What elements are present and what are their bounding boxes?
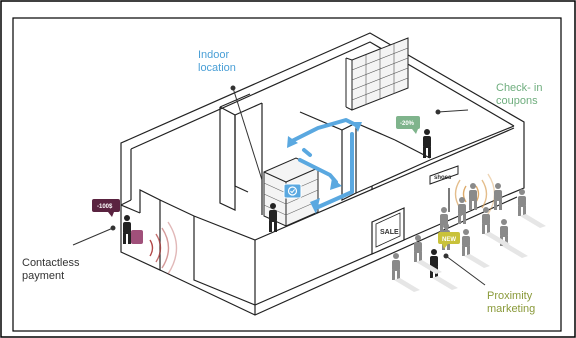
shoes-sign: shoes (429, 165, 459, 185)
new-tag-text: NEW (442, 237, 456, 243)
partition-left (219, 106, 236, 211)
new-tag: NEW (438, 232, 460, 249)
nav-arrowheads (287, 122, 362, 214)
person-coupon (423, 129, 431, 158)
payment-tag: -100$ (92, 199, 120, 217)
checkin-coupons-label: Check- in coupons (496, 82, 543, 107)
indoor-location-label: Indoor location (198, 49, 236, 74)
back-wall-top (120, 32, 525, 150)
coupon-tag: -20% (396, 116, 420, 134)
payment-terminal-icon (131, 230, 143, 244)
location-pin-icon (283, 183, 302, 199)
sale-sign: SALE (371, 207, 405, 255)
payment-signal-icon (149, 221, 178, 275)
coupon-tag-text: -20% (400, 121, 415, 127)
leader-lines (72, 85, 486, 286)
nav-arrow-4 (302, 148, 312, 157)
nav-arrow-2 (314, 132, 354, 210)
person-indoor (269, 203, 277, 232)
front-left-wall (120, 189, 161, 271)
shoes-sign-text: shoes (434, 175, 452, 181)
proximity-marketing-label: Proximity marketing (487, 290, 536, 315)
contactless-payment-label: Contactless payment (22, 257, 80, 282)
crowd-shadows (394, 214, 546, 292)
nav-arrow-1 (288, 118, 360, 144)
building-walls (120, 32, 525, 316)
person-payment (123, 215, 131, 244)
inner-frame (12, 17, 562, 332)
payment-tag-text: -100$ (97, 204, 113, 210)
sale-sign-text: SALE (380, 229, 399, 236)
shelf-unit-back (345, 37, 409, 111)
